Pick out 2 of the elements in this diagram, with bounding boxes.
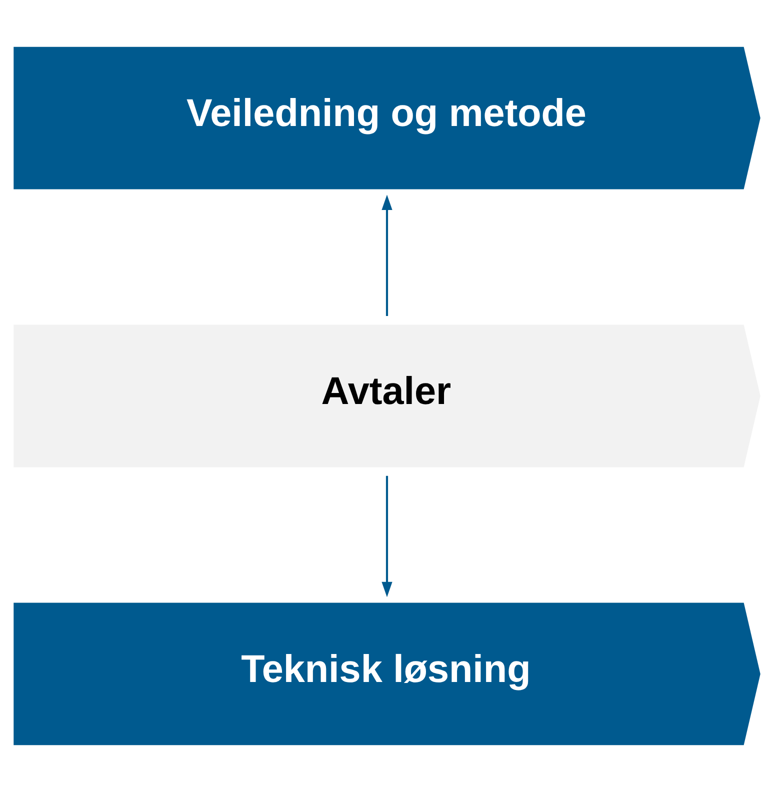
arrow <box>382 476 392 598</box>
arrow <box>382 194 392 316</box>
